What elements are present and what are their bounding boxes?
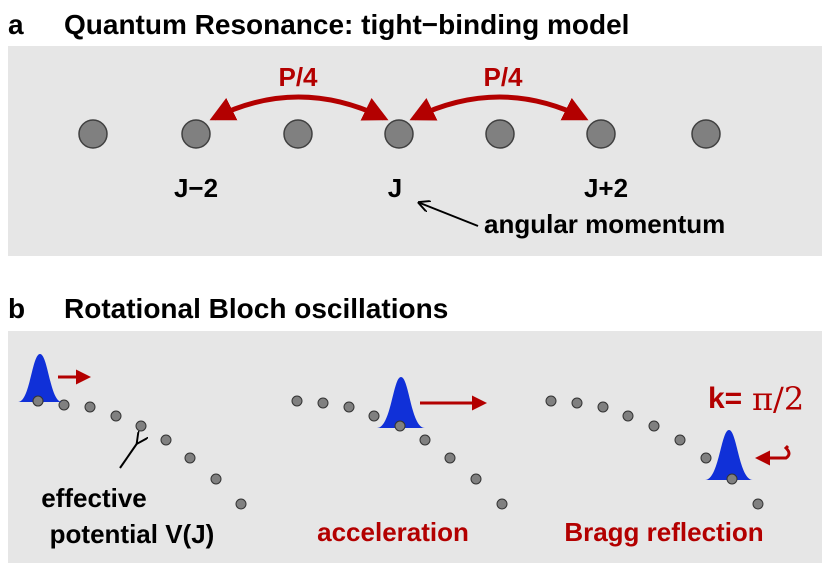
angular-momentum-label: angular momentum [484, 209, 725, 239]
site-3 [283, 119, 313, 149]
packet-site-3 [726, 473, 738, 485]
potential-dots-3 [545, 395, 764, 510]
packet-site-2 [394, 420, 406, 432]
site-j-minus-2 [181, 119, 211, 149]
site-5 [485, 119, 515, 149]
coupling-label-right: P/4 [483, 62, 523, 92]
coupling-arrow-right [409, 94, 589, 121]
site-label-j: J [388, 173, 402, 203]
site-j-plus-2 [586, 119, 616, 149]
panel-a-title: Quantum Resonance: tight−binding model [64, 9, 629, 40]
potential-dots-2 [291, 395, 508, 510]
wave-packet-2 [377, 377, 425, 428]
wave-packet-1 [18, 354, 62, 402]
site-label-j-minus-2: J−2 [174, 173, 218, 203]
panel-b-letter: b [8, 293, 25, 324]
panel-b-background [8, 331, 822, 563]
coupling-label-left: P/4 [278, 62, 318, 92]
acceleration-label: acceleration [317, 517, 469, 547]
wavevector-label: k= [708, 382, 742, 415]
lattice-sites [78, 119, 721, 149]
panel-a-background [8, 46, 822, 256]
annotation-arrow [420, 203, 479, 227]
site-label-j-plus-2: J+2 [584, 173, 628, 203]
panel-b-title: Rotational Bloch oscillations [64, 293, 448, 324]
packet-site-1 [32, 395, 44, 407]
potential-pointer-arrow [119, 442, 138, 469]
potential-label-line2: potential V(J) [50, 519, 215, 549]
wavevector-value: π/2 [752, 380, 804, 418]
site-j [384, 119, 414, 149]
wave-packet-3 [705, 430, 753, 480]
potential-label-line1: effective [41, 483, 147, 513]
bragg-reflection-label: Bragg reflection [564, 517, 763, 547]
panel-a-letter: a [8, 9, 24, 40]
coupling-arrow-left [209, 94, 389, 121]
site-1 [78, 119, 108, 149]
reflection-arrow [755, 444, 791, 466]
site-7 [691, 119, 721, 149]
